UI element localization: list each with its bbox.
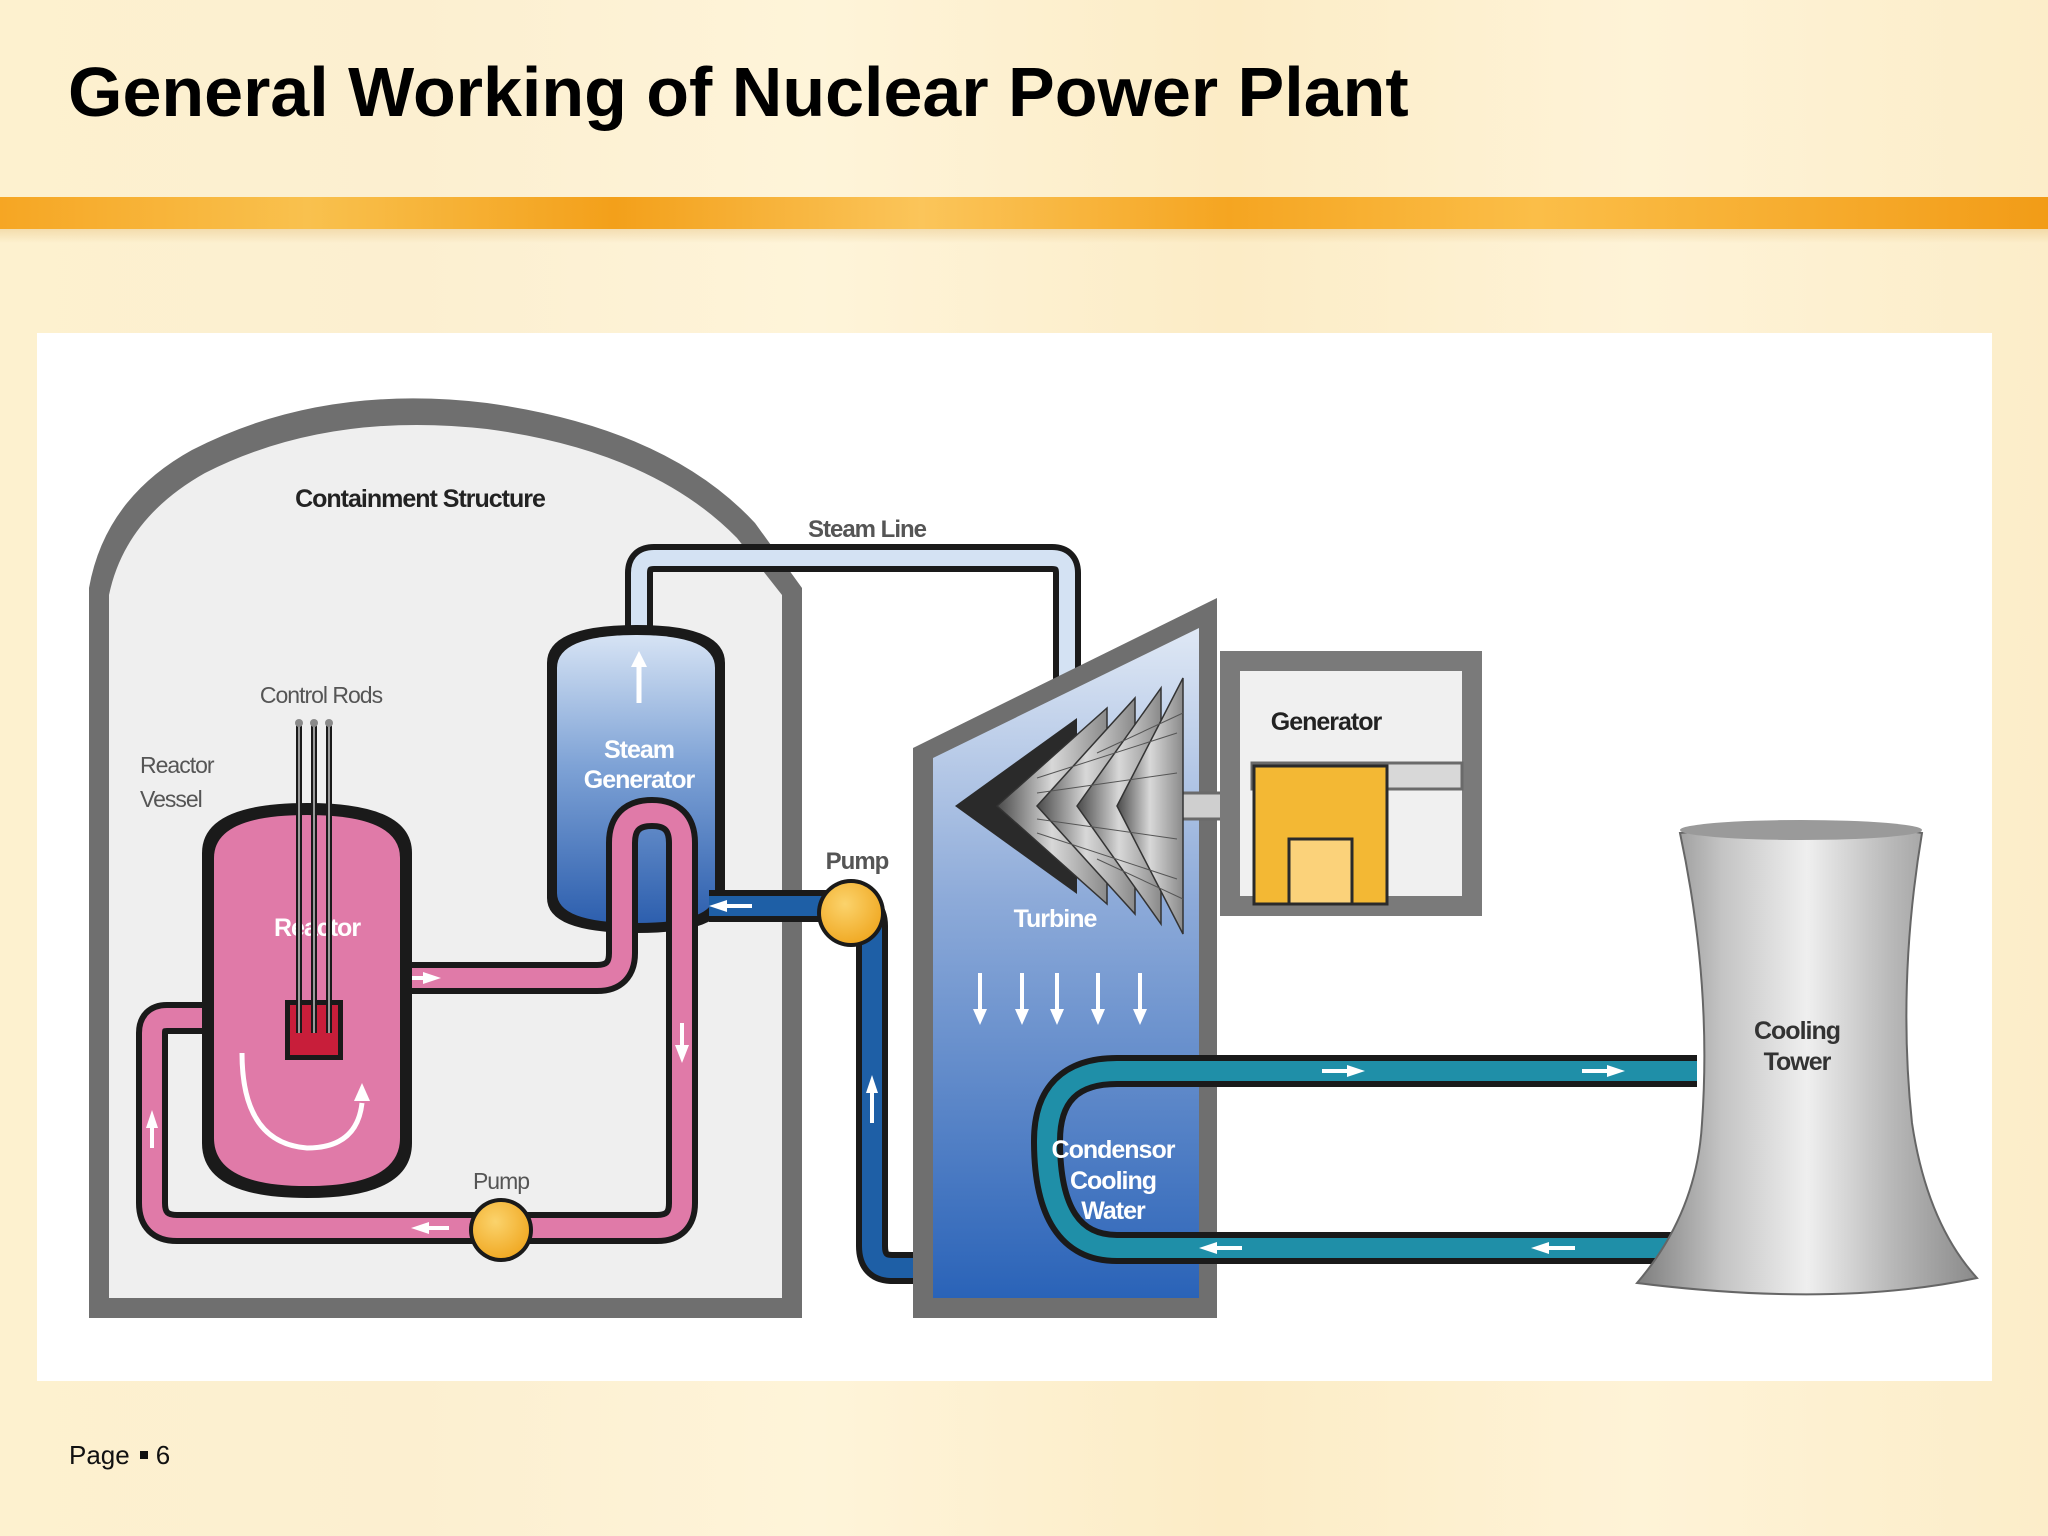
steam-generator-label-1: Steam: [604, 736, 674, 764]
primary-pump: Pump: [469, 1168, 533, 1262]
page-number: 6: [155, 1440, 171, 1470]
condenser-label-2: Cooling: [1070, 1167, 1156, 1195]
turbine-label: Turbine: [1014, 905, 1098, 933]
steam-generator-label-2: Generator: [584, 766, 696, 794]
cooling-tower-label-1: Cooling: [1754, 1017, 1840, 1045]
primary-coolant-loop: [136, 797, 698, 1244]
header-band-shadow: [0, 229, 2048, 243]
feedwater-pump-label: Pump: [826, 848, 889, 875]
reactor-core: Control Rods: [260, 682, 384, 1060]
primary-pump-label: Pump: [473, 1168, 529, 1194]
steam-line-label: Steam Line: [808, 516, 927, 543]
page-title: General Working of Nuclear Power Plant: [68, 53, 1409, 131]
reactor-vessel-label-1: Reactor: [140, 752, 215, 778]
cooling-tower: Cooling Tower: [1635, 820, 1979, 1296]
condenser-label-1: Condensor: [1052, 1136, 1176, 1164]
control-rods-label: Control Rods: [260, 682, 383, 708]
generator-label: Generator: [1271, 708, 1383, 736]
cooling-tower-label-2: Tower: [1764, 1048, 1832, 1076]
steam-flow-arrows: [973, 973, 1147, 1025]
diagram-panel: Containment Structure Steam Line Steam G…: [37, 333, 1992, 1381]
nuclear-plant-diagram: Containment Structure Steam Line Steam G…: [89, 398, 1979, 1318]
containment-label: Containment Structure: [295, 485, 546, 513]
steam-line: Steam Line: [625, 516, 1081, 723]
header-band: [0, 197, 2048, 229]
footer-label: Page: [69, 1440, 130, 1470]
generator: Generator: [1220, 651, 1482, 916]
reactor-vessel-label-2: Vessel: [140, 786, 202, 812]
feedwater-pump: Pump: [817, 848, 890, 947]
page-footer: Page 6: [69, 1440, 170, 1471]
footer-separator: [139, 1451, 148, 1460]
reactor-label: Reactor: [274, 914, 361, 942]
condenser-label-3: Water: [1081, 1197, 1146, 1225]
cooling-water-loop: Condensor Cooling Water: [1031, 1055, 1697, 1264]
